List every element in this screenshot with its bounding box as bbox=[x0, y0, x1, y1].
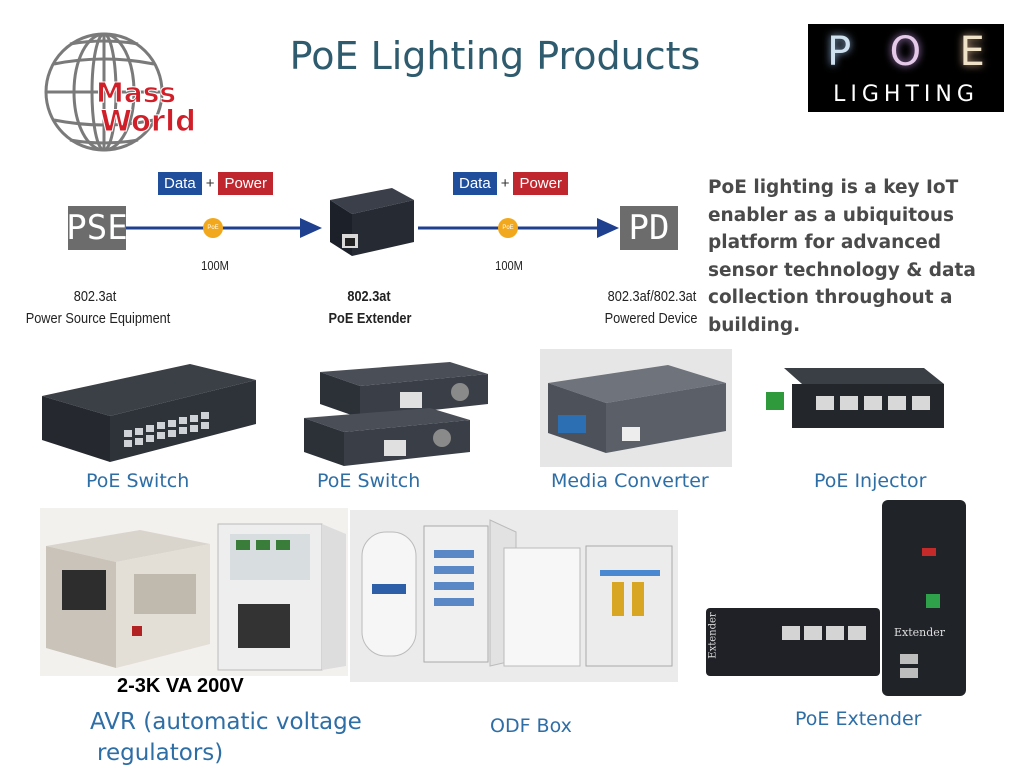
logo-text-world: World bbox=[100, 104, 197, 139]
mass-world-logo: Mass World bbox=[34, 28, 206, 156]
poe-injector-image bbox=[762, 362, 948, 438]
pd-name: Powered Device bbox=[604, 310, 698, 327]
caption-poe-switch-1: PoE Switch bbox=[86, 470, 190, 492]
poe-diagram: PSE PD Data + Power Data + Power PoE PoE… bbox=[0, 160, 720, 340]
data-label: Data bbox=[158, 172, 202, 195]
plus-label: + bbox=[205, 175, 215, 192]
logo-word-lighting: LIGHTING bbox=[833, 82, 979, 107]
caption-poe-injector: PoE Injector bbox=[814, 470, 927, 492]
data-label: Data bbox=[453, 172, 497, 195]
caption-avr-line2: regulators) bbox=[97, 740, 224, 766]
odf-box-image bbox=[350, 510, 678, 682]
pse-name: Power Source Equipment bbox=[25, 310, 171, 327]
extender-label-large: Extender bbox=[894, 626, 946, 639]
data-power-tag-right: Data + Power bbox=[453, 172, 568, 195]
page-title: PoE Lighting Products bbox=[289, 34, 701, 78]
caption-poe-switch-2: PoE Switch bbox=[317, 470, 421, 492]
globe-icon bbox=[44, 32, 164, 152]
speed-right: 100M bbox=[495, 258, 523, 273]
pd-box: PD bbox=[620, 206, 678, 250]
extender-name: PoE Extender bbox=[328, 310, 412, 327]
avr-rating: 2-3K VA 200V bbox=[117, 675, 244, 697]
extender-standard: 802.3at bbox=[347, 288, 391, 305]
data-power-tag-left: Data + Power bbox=[158, 172, 273, 195]
plus-label: + bbox=[500, 175, 510, 192]
description-text: PoE lighting is a key IoT enabler as a u… bbox=[708, 177, 976, 336]
poe-lighting-logo: P O E LIGHTING bbox=[808, 24, 1004, 112]
caption-media-converter: Media Converter bbox=[551, 470, 709, 492]
caption-odf-box: ODF Box bbox=[490, 715, 572, 737]
caption-avr-line1: AVR (automatic voltage bbox=[90, 709, 362, 735]
logo-letter-e: E bbox=[959, 29, 985, 75]
poe-extender-image: Extender Extender bbox=[704, 498, 1004, 698]
logo-letter-p: P bbox=[827, 29, 852, 75]
poe-switch-1-image bbox=[40, 360, 258, 468]
logo-letter-o: O bbox=[889, 29, 922, 75]
media-converter-image bbox=[540, 349, 732, 467]
caption-poe-extender: PoE Extender bbox=[795, 708, 922, 730]
pse-standard: 802.3at bbox=[73, 288, 117, 305]
avr-image bbox=[40, 508, 348, 676]
extender-label-small: Extender bbox=[707, 612, 719, 659]
poe-dot-left: PoE bbox=[203, 218, 223, 238]
logo-text-mass: Mass bbox=[95, 76, 177, 110]
power-label: Power bbox=[218, 172, 273, 195]
pse-box: PSE bbox=[66, 206, 128, 250]
pd-standard: 802.3af/802.3at bbox=[607, 288, 697, 305]
poe-switch-2-image bbox=[300, 360, 496, 470]
extender-device-image bbox=[322, 186, 418, 260]
speed-left: 100M bbox=[201, 258, 229, 273]
power-label: Power bbox=[513, 172, 568, 195]
poe-dot-right: PoE bbox=[498, 218, 518, 238]
